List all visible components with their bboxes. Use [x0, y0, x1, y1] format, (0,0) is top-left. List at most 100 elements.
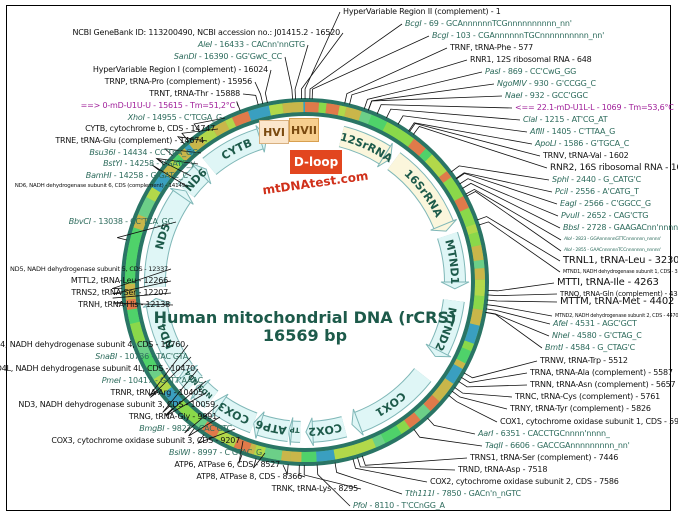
feature-label: COX2 [308, 421, 343, 438]
ring-segment [396, 420, 410, 434]
ring-segment [153, 373, 172, 394]
leader-line [363, 71, 483, 109]
label-text: XhoI - 14955 - C'TCGA_G [127, 113, 222, 122]
leader-line [150, 356, 192, 398]
label-enz: TaqII - 6606 - GACCGAnnnnnnnnn_nn' [485, 442, 630, 450]
ring-segment [432, 378, 454, 402]
label-text: PvuII - 2652 - CAG'CTG [561, 211, 649, 220]
label-enz: NgoMIV - 930 - G'CCGG_C [497, 80, 596, 88]
leader-line [303, 464, 362, 490]
label-text: ATP8, ATPase 8, CDS - 8366 [196, 472, 302, 481]
feature-arrowhead [170, 187, 194, 205]
ring-segment [337, 105, 347, 117]
label-gene: ATP8, ATPase 8, CDS - 8366 [196, 473, 302, 481]
label-text: COX2, cytochrome oxidase subunit 2, CDS … [430, 477, 619, 486]
label-text: RNR2, 16S ribosomal RNA - 1671 [550, 162, 678, 173]
leader-line [450, 165, 550, 181]
feature-arrowhead [191, 163, 212, 185]
label-gene: TRNT, tRNA-Thr - 15888 [149, 90, 240, 98]
ring-segment [125, 264, 136, 284]
map-length: 16569 bp [262, 326, 348, 345]
dloop-box: D-loop [290, 150, 342, 174]
leader-line [236, 101, 241, 111]
leader-line [112, 292, 172, 299]
label-enz: PasI - 869 - CC'CwG_GG [485, 68, 576, 76]
label-enz: AflII - 1405 - C'TTAA_G [530, 128, 615, 136]
ring-segment [474, 268, 485, 280]
feature-body [437, 232, 465, 283]
label-gene: TRND, tRNA-Asp - 7518 [458, 466, 547, 474]
ring-segment [201, 421, 221, 438]
label-text: COX3, cytochrome oxidase subunit 3, CDS … [51, 436, 240, 445]
leader-line [334, 462, 403, 495]
leader-line [461, 372, 528, 383]
leader-line [176, 136, 208, 145]
ring-segment [464, 323, 480, 344]
ring-segment [215, 429, 232, 445]
label-enz: BcgI - 69 - GCAnnnnnnTCGnnnnnnnnnn_nn' [405, 20, 572, 28]
label-text: ND4, NADH dehydrogenase subunit 4, CDS -… [0, 340, 185, 349]
label-text: ND4L, NADH dehydrogenase subunit 4L, CDS… [0, 364, 195, 373]
ring-segment [454, 196, 469, 212]
ring-segment [125, 292, 136, 300]
ring-segment [419, 148, 433, 162]
leader-line [184, 404, 219, 434]
ring-segment [325, 103, 340, 116]
label-text: CYTB, cytochrome b, CDS - 14747 [85, 124, 215, 133]
label-text: Bsu36I - 14434 - CC'TnA_GG [89, 148, 198, 157]
ring-segment [468, 231, 482, 248]
ring-segment [148, 366, 162, 380]
ring-segment [138, 209, 150, 219]
hv1-box: HVI [259, 120, 289, 144]
ring-segment [394, 128, 415, 147]
leader-line [242, 93, 259, 106]
leader-line [162, 368, 199, 413]
label-text: SphI - 2440 - G_CATG'C [552, 175, 642, 184]
label-enz: PfoI - 8110 - T'CCnGG_A [353, 502, 445, 510]
label-text: ND6, NADH dehydrogenase subunit 6, CDS (… [14, 183, 185, 190]
ring-segment [130, 227, 144, 242]
label-text: TaqII - 6606 - GACCGAnnnnnnnnn_nn' [485, 441, 630, 450]
leader-line [148, 344, 189, 397]
feature-arrowhead [440, 281, 470, 290]
leader-line [151, 164, 189, 188]
leader-line [463, 360, 538, 379]
ring-segment [133, 214, 148, 231]
leader-line [376, 104, 513, 114]
label-gene: TRNQ, tRNA-Gln (complement) - 4329 [560, 290, 678, 298]
ring-segment [404, 412, 421, 429]
label-enz: PvuII - 2652 - CAG'CTG [561, 212, 648, 220]
label-text: BcgI - 103 - CGAnnnnnnTGCnnnnnnnnnn_nn' [432, 31, 605, 40]
label-text: BsiWI - 8997 - C'GTAC_G [169, 448, 262, 457]
label-gene: TRNR, tRNA-Arg - 10405 [111, 389, 204, 397]
ring-segment [443, 177, 464, 201]
ring-segment [125, 255, 137, 266]
leader-line [165, 392, 207, 417]
label-text: Tth111I - 7850 - GACn'n_nGTC [405, 489, 521, 498]
label-text: TRNS1, tRNA-Ser (complement) - 7446 [470, 453, 619, 462]
leader-line [113, 301, 174, 306]
ring-segment [344, 106, 362, 121]
label-gene: ND3, NADH dehydrogenase subunit 3, CDS -… [18, 401, 215, 409]
label-enz: SanDI - 16390 - GG'GwC_CC [174, 53, 282, 61]
leader-line [367, 83, 495, 111]
leader-line [486, 304, 553, 317]
leader-line [367, 95, 503, 111]
label-text: TRNE, tRNA-Glu (complement) - 14674 [55, 136, 204, 145]
ring-segment [424, 154, 447, 178]
ring-segment [253, 444, 266, 458]
label-gene: TRNV, tRNA-Val - 1602 [543, 152, 629, 160]
feature-mtnd2: MTND2 [425, 298, 465, 358]
label-primer: <== 22.1-mD-U1L-L - 1069 - Tm=53,6°C [515, 104, 674, 112]
leader-line [466, 191, 562, 252]
leader-line [165, 380, 207, 416]
feature-arrowhead [253, 411, 265, 439]
label-gene: NCBI GeneBank ID: 113200490, NCBI access… [73, 29, 341, 37]
label-text: ClaI - 1215 - AT'CG_AT [523, 115, 608, 124]
label-enz: ClaI - 1215 - AT'CG_AT [523, 115, 608, 124]
ring-segment [459, 207, 476, 228]
leader-line [301, 32, 344, 100]
label-text: BmgBI - 9827 - CAC'GTC [139, 424, 232, 433]
label-text: TRNK, tRNA-Lys - 8295 [271, 484, 359, 493]
leader-line [451, 390, 508, 410]
